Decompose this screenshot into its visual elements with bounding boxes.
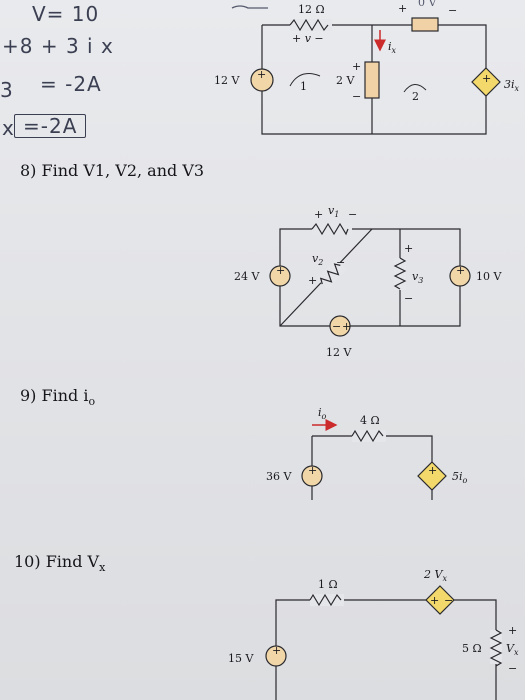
label-24v: 24 V	[234, 270, 260, 283]
circuit-problem-8	[279, 228, 461, 327]
handwritten-0v: 0 V	[418, 0, 437, 9]
label-15v: 15 V	[228, 652, 254, 665]
label-2v: 2 V	[336, 74, 355, 87]
dependent-source-5io	[417, 461, 447, 491]
dependent-source-2vx	[425, 585, 455, 615]
wire-loop-10	[275, 599, 497, 700]
resistor-v1	[311, 222, 349, 236]
question-8: 8) Find V1, V2, and V3	[20, 161, 205, 180]
label-top-minus: −	[448, 4, 457, 17]
resistor-12ohm	[289, 18, 329, 32]
wire-loop-8	[279, 228, 461, 327]
handwritten-line-3: = -2A	[40, 72, 102, 96]
source-12v-bottom	[329, 315, 351, 337]
source-36v	[301, 465, 323, 487]
label-12v: 12 V	[214, 74, 240, 87]
resistor-1ohm	[309, 593, 342, 607]
source-24v	[269, 265, 291, 287]
label-v3-minus: −	[404, 292, 413, 305]
mesh-arrow-1	[289, 73, 321, 87]
label-v1-minus: −	[348, 208, 357, 221]
source-36v-plus: +	[308, 464, 317, 477]
circuit-problem-10	[275, 599, 497, 700]
source-10v	[449, 265, 471, 287]
source-10v-plus: +	[456, 264, 465, 277]
label-res-minus: −	[352, 90, 361, 103]
label-vx-plus: +	[508, 624, 517, 637]
source-12v-plus: +	[257, 68, 266, 81]
source-12v-plus: +	[342, 320, 351, 333]
label-36v: 36 V	[266, 470, 292, 483]
label-v2-minus: −	[336, 256, 345, 269]
label-5ohm: 5 Ω	[462, 642, 482, 655]
handwritten-line-2: +8 + 3 i x	[2, 34, 114, 58]
question-9: 9) Find io	[20, 386, 96, 409]
handwritten-line-5-prefix: x	[2, 116, 15, 140]
label-5io: 5io	[452, 470, 468, 485]
source-15v	[265, 645, 287, 667]
label-2vx: 2 Vx	[423, 568, 447, 583]
label-top-plus: +	[398, 2, 407, 15]
label-1ohm: 1 Ω	[318, 578, 338, 591]
mesh-arrow-2	[403, 84, 427, 93]
dep-source-2vx-plus: +	[430, 594, 439, 607]
label-res-plus: +	[352, 60, 361, 73]
source-24v-plus: +	[276, 264, 285, 277]
circuit-problem-9	[311, 435, 433, 500]
mesh-1-label: 1	[300, 80, 307, 93]
label-v2-plus: +	[308, 274, 317, 287]
resistor-v3	[393, 257, 407, 290]
resistor-box-middle	[364, 61, 380, 99]
dep-source-5io-plus: +	[428, 464, 437, 477]
label-v3-plus: +	[404, 242, 413, 255]
resistor-4ohm	[351, 429, 384, 443]
label-12ohm: 12 Ω	[298, 3, 325, 16]
wire-loop-9	[311, 435, 433, 500]
label-ix: ix	[388, 40, 397, 55]
label-v1-plus: +	[314, 208, 323, 221]
mesh-2-label: 2	[412, 90, 419, 103]
label-vx: Vx	[506, 642, 519, 657]
resistor-v2	[319, 263, 341, 285]
label-v3: v3	[412, 270, 423, 285]
source-12v-minus: −	[332, 320, 341, 333]
label-v1: v1	[328, 204, 339, 219]
handwritten-arrow	[231, 5, 268, 9]
question-10: 10) Find Vx	[14, 552, 106, 575]
label-vx-minus: −	[508, 662, 517, 675]
handwritten-line-1: V= 10	[32, 2, 100, 26]
source-12v	[250, 68, 274, 92]
handwritten-answer-boxed: =-2A	[14, 114, 87, 138]
label-12v-bottom: 12 V	[326, 346, 352, 359]
label-io: io	[318, 406, 327, 421]
handwritten-line-4: 3	[0, 78, 14, 102]
source-15v-plus: +	[272, 644, 281, 657]
resistor-box-top-right	[411, 17, 439, 32]
dep-source-plus: +	[482, 72, 491, 85]
label-4ohm: 4 Ω	[360, 414, 380, 427]
label-v2: v2	[312, 252, 323, 267]
dep-source-2vx-minus: −	[444, 594, 453, 607]
wire-loop-outer	[261, 24, 487, 135]
label-v-polarity: + v −	[292, 32, 324, 45]
resistor-5ohm	[489, 629, 503, 667]
label-10v: 10 V	[476, 270, 502, 283]
label-3ix: 3ix	[504, 78, 520, 93]
dependent-source-3ix	[471, 67, 501, 97]
